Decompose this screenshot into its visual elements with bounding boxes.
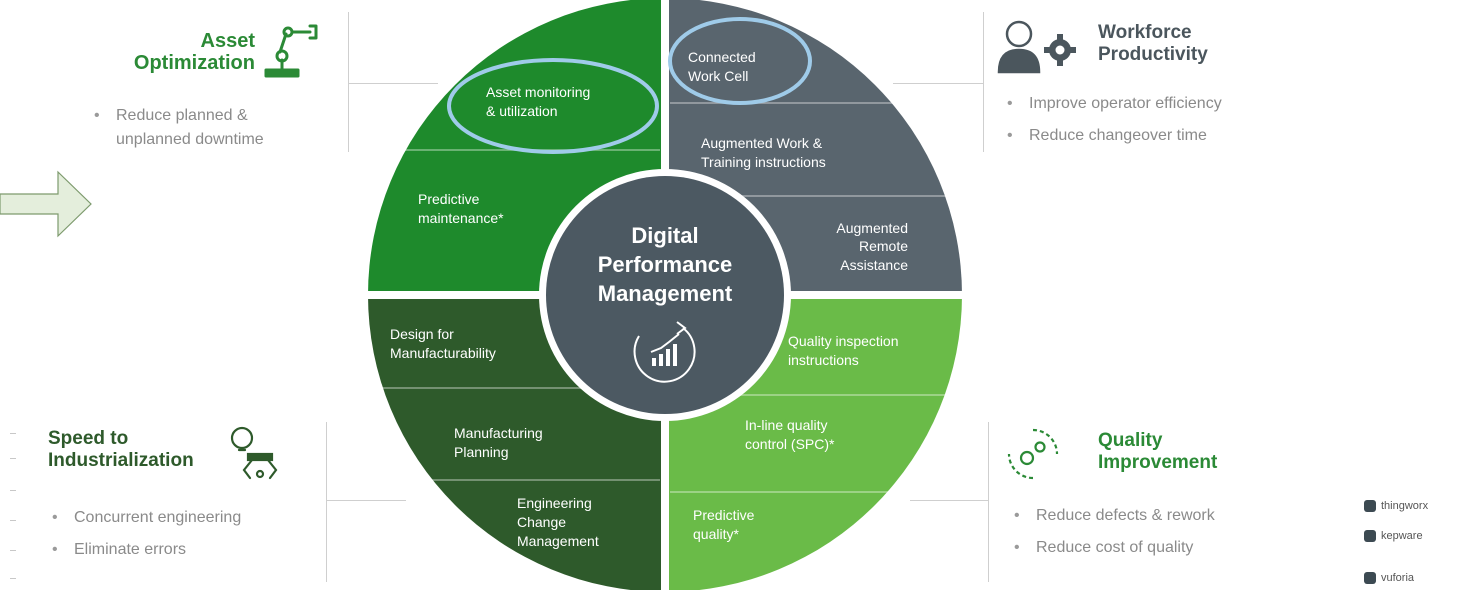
seg-planning-line2: Planning bbox=[454, 444, 509, 460]
quality-title-line2: Improvement bbox=[1098, 452, 1218, 473]
quality-gears-icon bbox=[1007, 428, 1059, 480]
workforce-bullets: Improve operator efficiency Reduce chang… bbox=[1003, 92, 1333, 156]
edge-mark bbox=[10, 458, 16, 459]
speed-bullets: Concurrent engineering Eliminate errors bbox=[48, 506, 328, 570]
asset-title-line2: Optimization bbox=[133, 52, 255, 74]
seg-inline-spc-line2: control (SPC)* bbox=[745, 436, 835, 452]
seg-quality-inspection-line1: Quality inspection bbox=[788, 333, 899, 349]
edge-mark bbox=[10, 490, 16, 491]
speed-bullet: Eliminate errors bbox=[48, 538, 328, 562]
dpm-wheel: Digital Performance Management Asset mon… bbox=[360, 0, 970, 590]
seg-predictive-quality-line2: quality* bbox=[693, 526, 739, 542]
pointer-arrow-icon bbox=[0, 170, 92, 238]
thingworx-logo: thingworx bbox=[1364, 500, 1428, 512]
asset-connector-line bbox=[348, 83, 438, 84]
robot-arm-icon bbox=[264, 24, 318, 78]
quality-improvement-title: Quality Improvement bbox=[1098, 430, 1217, 474]
asset-bullets: Reduce planned &unplanned downtime bbox=[90, 104, 350, 160]
asset-divider bbox=[348, 12, 349, 152]
seg-connected-cell-line2: Work Cell bbox=[688, 68, 748, 84]
seg-asset-monitoring-line2: & utilization bbox=[486, 103, 558, 119]
quality-bullets: Reduce defects & rework Reduce cost of q… bbox=[1010, 504, 1330, 568]
asset-bullet: Reduce planned &unplanned downtime bbox=[90, 104, 350, 152]
speed-bullet: Concurrent engineering bbox=[48, 506, 328, 530]
asset-optimization-title: Asset Optimization bbox=[90, 30, 255, 74]
seg-remote-assistance-line1: Augmented bbox=[836, 220, 908, 236]
edge-mark bbox=[10, 433, 16, 434]
bulb-claw-icon bbox=[230, 426, 278, 480]
seg-remote-assistance-line3: Assistance bbox=[840, 257, 908, 273]
quality-connector-line bbox=[910, 500, 988, 501]
speed-connector-line bbox=[326, 500, 406, 501]
workforce-connector-line bbox=[893, 83, 983, 84]
workforce-productivity-title: Workforce Productivity bbox=[1098, 22, 1208, 66]
seg-planning-line1: Manufacturing bbox=[454, 425, 543, 441]
seg-ecm-line3: Management bbox=[517, 533, 599, 549]
edge-mark bbox=[10, 550, 16, 551]
seg-quality-inspection-line2: instructions bbox=[788, 352, 859, 368]
operator-gear-icon bbox=[997, 20, 1076, 74]
workforce-bullet: Improve operator efficiency bbox=[1003, 92, 1333, 116]
seg-ecm-line1: Engineering bbox=[517, 495, 592, 511]
highlight-ellipse-cell bbox=[668, 17, 812, 105]
vuforia-logo: vuforia bbox=[1364, 572, 1414, 584]
quality-bullet: Reduce cost of quality bbox=[1010, 536, 1330, 560]
seg-inline-spc-line1: In-line quality bbox=[745, 417, 828, 433]
seg-augmented-work-line1: Augmented Work & bbox=[701, 135, 823, 151]
hub-title-line1: Digital bbox=[631, 223, 698, 248]
seg-remote-assistance-line2: Remote bbox=[859, 238, 908, 254]
quality-bullet: Reduce defects & rework bbox=[1010, 504, 1330, 528]
seg-predictive-maintenance-line2: maintenance* bbox=[418, 210, 504, 226]
brand-mark-icon bbox=[1364, 500, 1376, 512]
workforce-divider bbox=[983, 12, 984, 152]
quality-divider bbox=[988, 422, 989, 582]
edge-mark bbox=[10, 578, 16, 579]
workforce-title-line1: Workforce bbox=[1098, 22, 1192, 43]
speed-title-line2: Industrialization bbox=[48, 450, 194, 471]
brand-mark-icon bbox=[1364, 530, 1376, 542]
workforce-title-line2: Productivity bbox=[1098, 44, 1208, 65]
hub-title-line3: Management bbox=[598, 281, 733, 306]
seg-connected-cell-line1: Connected bbox=[688, 49, 756, 65]
highlight-ellipse-asset bbox=[447, 58, 659, 154]
speed-industrialization-title: Speed to Industrialization bbox=[48, 428, 194, 472]
brand-mark-icon bbox=[1364, 572, 1376, 584]
seg-asset-monitoring-line1: Asset monitoring bbox=[486, 84, 590, 100]
seg-augmented-work-line2: Training instructions bbox=[701, 154, 826, 170]
edge-mark bbox=[10, 520, 16, 521]
seg-dfm-line2: Manufacturability bbox=[390, 345, 496, 361]
asset-title-line1: Asset bbox=[200, 30, 255, 52]
speed-title-line1: Speed to bbox=[48, 428, 129, 449]
seg-predictive-maintenance-line1: Predictive bbox=[418, 191, 480, 207]
hub bbox=[546, 176, 784, 414]
hub-title-line2: Performance bbox=[598, 252, 733, 277]
kepware-logo: kepware bbox=[1364, 530, 1423, 542]
quality-title-line1: Quality bbox=[1098, 430, 1163, 451]
speed-divider bbox=[326, 422, 327, 582]
seg-dfm-line1: Design for bbox=[390, 326, 454, 342]
seg-predictive-quality-line1: Predictive bbox=[693, 507, 755, 523]
seg-ecm-line2: Change bbox=[517, 514, 566, 530]
growth-chart-icon bbox=[633, 321, 696, 383]
workforce-bullet: Reduce changeover time bbox=[1003, 124, 1333, 148]
